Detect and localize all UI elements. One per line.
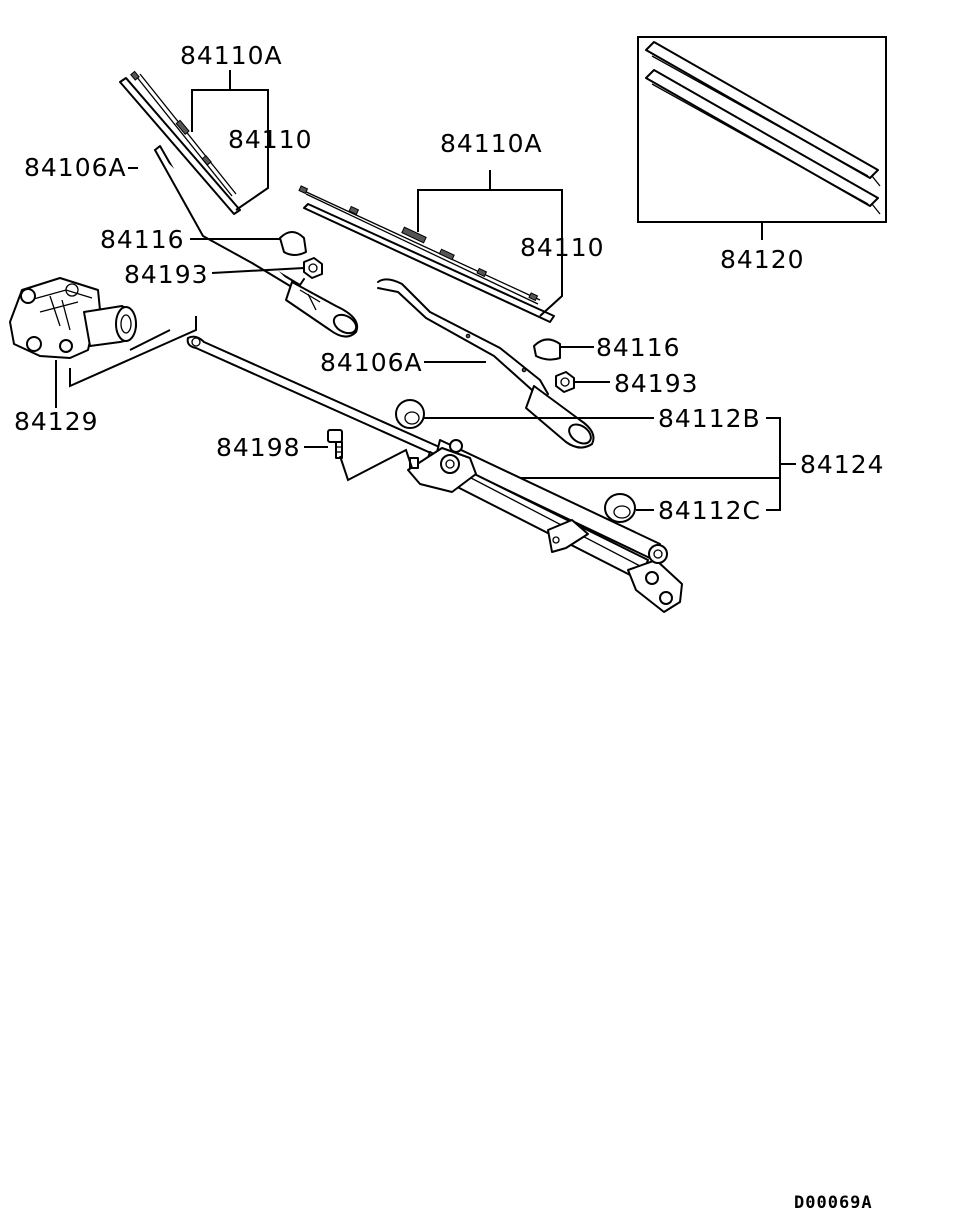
wiper-linkage[interactable]	[186, 335, 683, 613]
right-wiper-arm[interactable]	[377, 278, 595, 449]
label-blade-left: 84110	[228, 125, 313, 154]
right-wiper-blade[interactable]	[298, 185, 555, 323]
label-cap-right: 84116	[596, 333, 681, 362]
label-bolt: 84198	[216, 433, 301, 462]
label-arm-left: 84106A	[24, 153, 127, 182]
leader-lines	[55, 70, 796, 511]
label-motor: 84129	[14, 407, 99, 436]
mounting-bolt[interactable]	[327, 429, 343, 459]
label-bushing-c: 84112C	[658, 496, 761, 525]
label-nut-left: 84193	[124, 260, 209, 289]
left-arm-cap[interactable]	[279, 231, 307, 256]
right-arm-cap[interactable]	[533, 338, 561, 361]
label-linkage: 84124	[800, 450, 885, 479]
label-blade-right: 84110	[520, 233, 605, 262]
label-nut-right: 84193	[614, 369, 699, 398]
label-bushing-b: 84112B	[658, 404, 761, 433]
left-wiper-arm[interactable]	[154, 145, 359, 338]
label-arm-right: 84106A	[320, 348, 423, 377]
label-blade-assy-right: 84110A	[440, 129, 543, 158]
label-blade-assy-left: 84110A	[180, 41, 283, 70]
label-refill: 84120	[720, 245, 805, 274]
wiper-motor[interactable]	[9, 277, 137, 359]
label-cap-left: 84116	[100, 225, 185, 254]
bushing-b[interactable]	[395, 399, 425, 429]
refill-inset	[637, 36, 887, 223]
bushing-c[interactable]	[604, 493, 636, 523]
diagram-code: D00069A	[794, 1193, 873, 1210]
right-arm-nut[interactable]	[555, 371, 575, 393]
left-arm-nut[interactable]	[303, 257, 323, 279]
left-wiper-blade[interactable]	[119, 70, 241, 215]
